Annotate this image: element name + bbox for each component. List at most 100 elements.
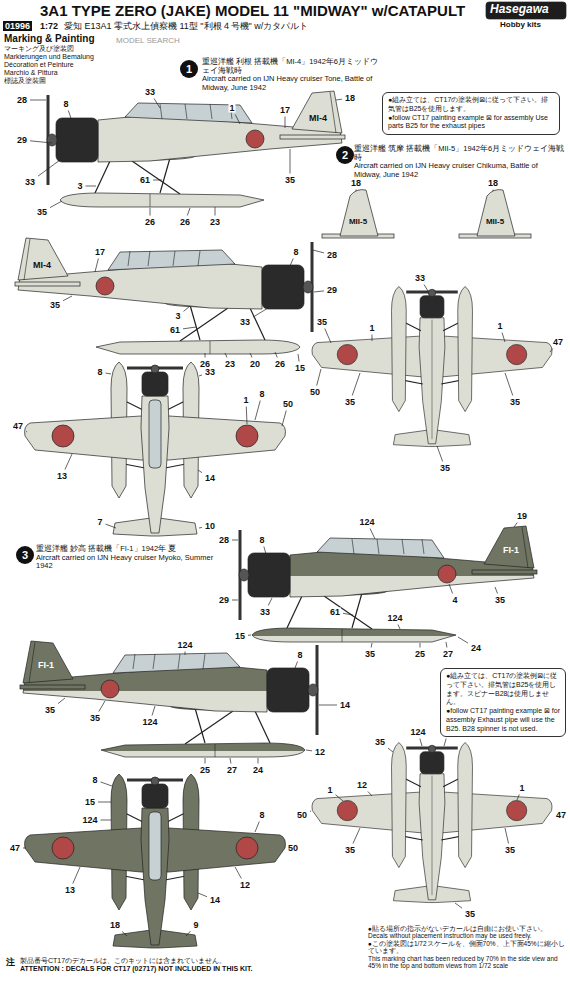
callout-number: 13	[56, 472, 68, 481]
leader-line	[319, 705, 337, 706]
bottom-view	[312, 286, 552, 446]
engine-cowl	[262, 265, 304, 309]
canopy	[149, 400, 161, 468]
callout-number: 35	[344, 846, 356, 855]
text-group: 重巡洋艦 妙高 搭載機「FI-1」1942年 夏Aircraft carried…	[36, 545, 216, 571]
note-text: Aircraft carried on IJN Heavy cruiser My…	[36, 554, 216, 571]
canopy	[113, 653, 240, 673]
callout-number: 28	[16, 96, 28, 105]
leader-line	[505, 373, 513, 396]
leader-line	[58, 698, 65, 704]
leader-line	[352, 373, 360, 396]
callout-number: 24	[252, 766, 264, 775]
callout-number: 124	[386, 614, 403, 623]
callout-number: 23	[224, 360, 236, 369]
note-text: ●組み立ては、CT17の塗装例⊠に従って下さい。排気管はB25を使用します。	[388, 96, 554, 114]
callout-number: 35	[316, 318, 328, 327]
leader-line	[310, 811, 312, 812]
callout-number: 18	[487, 179, 499, 188]
hinomaru	[507, 800, 527, 820]
leader-line	[248, 635, 251, 636]
float-strut	[287, 596, 302, 628]
float-strut	[180, 308, 228, 341]
leader-line	[30, 100, 46, 101]
note-text: 重巡洋艦 利根 搭載機「MI-4」1942年6月ミッドウェイ海戦時	[202, 58, 380, 75]
hinomaru	[246, 130, 264, 148]
leader-line	[298, 354, 299, 362]
callout-number: 47	[555, 811, 567, 820]
float-strut	[95, 161, 110, 193]
hinomaru	[337, 344, 357, 364]
canopy-frame	[402, 539, 404, 554]
leader-line	[424, 285, 428, 292]
callout-number: 1	[242, 396, 249, 405]
leader-line	[368, 792, 372, 797]
callout-number: 50	[296, 811, 308, 820]
canopy-frame	[210, 104, 212, 119]
leader-line	[285, 117, 286, 129]
leader-line	[444, 739, 446, 747]
hinomaru	[52, 837, 74, 859]
leader-line	[290, 149, 291, 174]
tail-fin	[292, 91, 342, 133]
note-text: Aircraft carried on IJN Heavy cruiser To…	[202, 75, 380, 92]
note-text: ●貼る場所の指示がないデカールは自由にお使い下さい。	[368, 925, 566, 932]
fuselage	[141, 396, 169, 533]
callout-number: 47	[552, 338, 564, 347]
callout-number: 35	[364, 650, 376, 659]
note-text: Décoration et Peinture	[4, 61, 116, 69]
note-box: ●組み立ては、CT17の塗装例⊠に従って下さい。排気管はB25を使用します。●f…	[382, 92, 560, 135]
callout-number: 15	[234, 632, 246, 641]
note-text: Decals without placement instruction may…	[368, 932, 566, 939]
callout-number: 124	[141, 718, 158, 727]
callout-number: 124	[81, 816, 98, 825]
float-strut	[255, 711, 270, 743]
engine-cowl	[267, 668, 309, 712]
float-strut	[132, 161, 180, 194]
note-box: ●組み立ては、CT17の塗装例⊠に従って下さい。排気管はB25を使用します。スピ…	[440, 668, 566, 737]
callout-number: 18	[350, 179, 362, 188]
tail-view	[459, 190, 531, 238]
leader-line	[502, 333, 505, 343]
engine-cowl	[248, 553, 290, 597]
canopy	[125, 103, 252, 123]
aircraft-code: MII-5	[349, 218, 367, 226]
side-view	[239, 526, 537, 642]
callout-number: 1	[326, 786, 333, 795]
callout-number: 18	[109, 921, 121, 930]
leader-line	[420, 643, 421, 648]
canopy-frame	[198, 251, 200, 266]
callout-number: 15	[294, 364, 306, 373]
spinner	[47, 134, 57, 146]
leader-line	[235, 867, 241, 879]
fuselage	[419, 774, 445, 900]
hinomaru	[507, 344, 527, 364]
leader-line	[282, 411, 286, 427]
leader-line	[215, 207, 216, 216]
callout-number: 35	[439, 464, 451, 473]
leader-line	[122, 932, 127, 937]
leader-line	[514, 523, 517, 528]
leader-line	[268, 598, 272, 606]
tail-fin	[23, 641, 73, 683]
leader-line	[258, 758, 259, 764]
float	[458, 286, 473, 411]
rudder-line	[522, 527, 528, 568]
leader-line	[73, 867, 80, 884]
callout-number: 61	[329, 608, 341, 617]
canopy-frame	[422, 539, 424, 554]
float	[252, 628, 456, 642]
canopy-frame	[185, 104, 187, 119]
leader-line	[50, 201, 62, 208]
callout-number: 3	[174, 312, 181, 321]
belly-line	[432, 776, 433, 896]
callout-number: 124	[409, 728, 426, 737]
top-view	[25, 774, 286, 948]
callout-number: 25	[199, 766, 211, 775]
leader-line	[186, 931, 190, 936]
leader-line	[275, 352, 277, 358]
leader-line	[225, 353, 227, 358]
callout-number: 50	[309, 388, 321, 397]
leader-line	[246, 407, 248, 425]
callout-number: 8	[296, 651, 303, 660]
